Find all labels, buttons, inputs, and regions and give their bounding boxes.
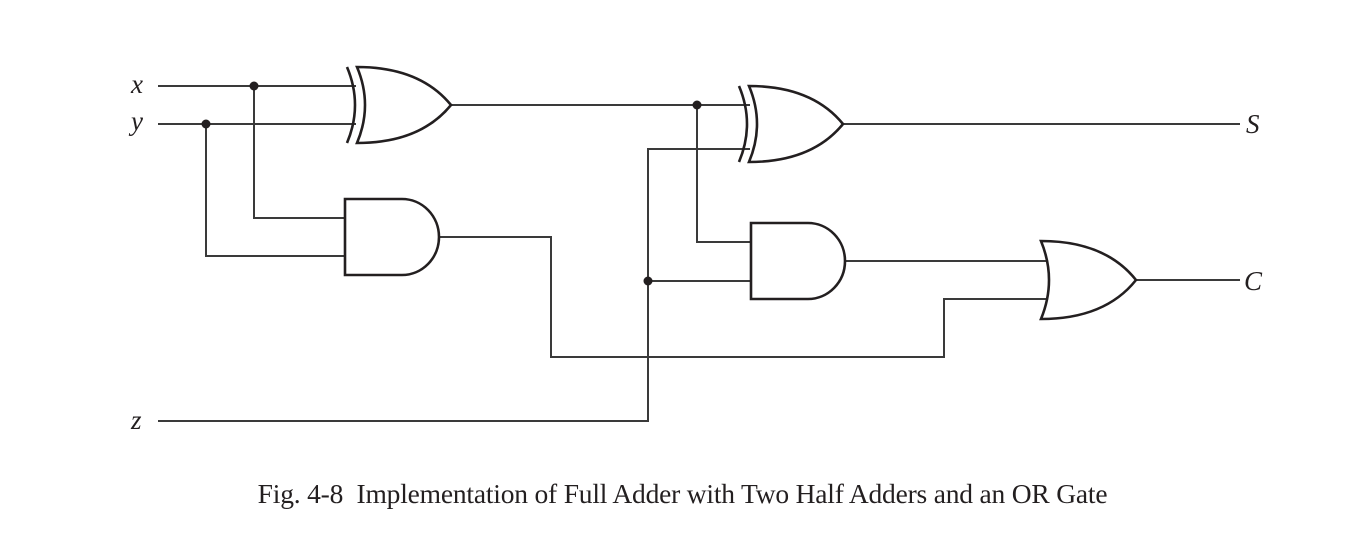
and-gate-2 (749, 221, 847, 301)
wire-y-to-and1 (205, 124, 346, 257)
or-gate (1039, 239, 1138, 321)
xor-gate-2 (737, 84, 845, 164)
wire-xor1-to-and2 (696, 105, 752, 243)
and-gate-1 (343, 197, 441, 277)
input-label-z: z (130, 405, 142, 435)
input-label-y: y (128, 106, 143, 136)
junctions (201, 81, 702, 286)
figure-caption: Fig. 4-8 Implementation of Full Adder wi… (257, 478, 1108, 509)
wire-z-input (158, 148, 750, 422)
output-label-c: C (1244, 266, 1263, 296)
junction-dot-z (643, 276, 653, 286)
wire-and1-to-or (439, 236, 1047, 358)
xor-gate-1 (345, 65, 453, 145)
wire-x-to-and1 (253, 86, 346, 219)
junction-dot-x (249, 81, 259, 91)
output-label-s: S (1246, 109, 1260, 139)
junction-dot-xor1-out (692, 100, 702, 110)
input-label-x: x (130, 69, 143, 99)
junction-dot-y (201, 119, 211, 129)
